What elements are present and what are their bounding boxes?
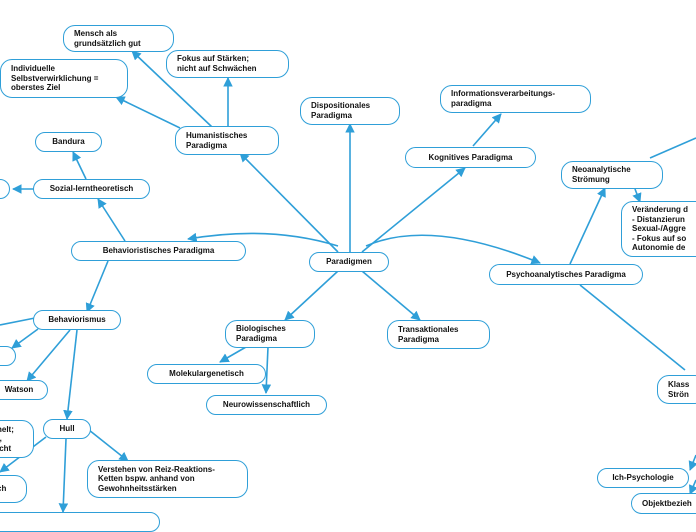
edge-neoanalytische-offscreen <box>649 137 696 159</box>
edge-psychoanalytisches-neoanalytische <box>569 187 606 265</box>
edge-behaviorismus-watson <box>26 329 71 382</box>
behaviorismus-node[interactable]: Behaviorismus <box>33 310 121 330</box>
edge-paradigmen-behavioristisches <box>187 232 339 247</box>
veraenderung-node[interactable]: Veränderung d - Distanzierun Sexual-/Agg… <box>621 201 696 257</box>
edge-hull-down <box>58 438 69 513</box>
edge-sozial-bandura <box>72 151 87 180</box>
biologisches-paradigma-node[interactable]: Biologisches Paradigma <box>225 320 315 348</box>
paradigmen-node[interactable]: Paradigmen <box>309 252 389 272</box>
edge-paradigmen-kognitives <box>361 167 466 253</box>
psychoanalytisches-paradigma-node[interactable]: Psychoanalytisches Paradigma <box>489 264 643 285</box>
edge-klassische-ich <box>688 454 696 471</box>
dispositionales-paradigma-node[interactable]: Dispositionales Paradigma <box>300 97 400 125</box>
selbstverwirklichung-node[interactable]: Individuelle Selbstverwirklichung = ober… <box>0 59 128 98</box>
objektbeziehung-node[interactable]: Objektbezieh <box>631 493 696 514</box>
edge-neoanalytische-veraenderung <box>632 188 642 203</box>
edge-behaviorismus-hull <box>63 329 78 420</box>
partial-node-2[interactable]: ch <box>0 475 27 503</box>
edge-hull-verstehen <box>88 429 129 462</box>
verstehen-node[interactable]: Verstehen von Reiz-Reaktions- Ketten bsp… <box>87 460 248 498</box>
partial-node-bottom[interactable] <box>0 512 160 532</box>
neurowissenschaftlich-node[interactable]: Neurowissenschaftlich <box>206 395 327 415</box>
edge-behavioristisches-behaviorismus <box>85 260 109 313</box>
edge-paradigmen-biologisches <box>284 270 339 321</box>
offscreen-node-2[interactable] <box>0 346 16 366</box>
neoanalytische-stroemung-node[interactable]: Neoanalytische Strömung <box>561 161 663 189</box>
kognitives-paradigma-node[interactable]: Kognitives Paradigma <box>405 147 536 168</box>
partial-node-1[interactable]: nelt; ), icht <box>0 420 34 458</box>
molekulargenetisch-node[interactable]: Molekulargenetisch <box>147 364 266 384</box>
edge-behaviorismus-offscreen-1 <box>0 317 36 326</box>
edge-paradigmen-transaktionales <box>361 270 421 321</box>
watson-node[interactable]: Watson <box>0 380 48 400</box>
sozial-lerntheoretisch-node[interactable]: Sozial-lerntheoretisch <box>33 179 150 199</box>
edge-humanistisches-mensch <box>131 50 213 128</box>
edge-behaviorismus-offscreen-2 <box>11 328 39 349</box>
mensch-gut-node[interactable]: Mensch als grundsätzlich gut <box>63 25 174 52</box>
edge-paradigmen-humanistisches <box>239 152 339 253</box>
edge-biologisches-molekulargenetisch <box>219 346 247 363</box>
edge-behavioristisches-sozial <box>97 198 126 242</box>
informationsverarbeitung-node[interactable]: Informationsverarbeitungs- paradigma <box>440 85 591 113</box>
edge-biologisches-neurowissenschaftlich <box>261 346 272 394</box>
connector-lines <box>0 50 696 513</box>
fokus-staerken-node[interactable]: Fokus auf Stärken; nicht auf Schwächen <box>166 50 289 78</box>
ich-psychologie-node[interactable]: Ich-Psychologie <box>597 468 689 488</box>
edge-klassische-objekt <box>688 479 696 495</box>
humanistisches-paradigma-node[interactable]: Humanistisches Paradigma <box>175 126 279 155</box>
edge-psychoanalytisches-klassische <box>579 284 686 371</box>
edge-kognitives-informationsverarbeitung <box>472 113 502 147</box>
edge-humanistisches-selbstverwirklichung <box>115 96 181 129</box>
bandura-node[interactable]: Bandura <box>35 132 102 152</box>
hull-node[interactable]: Hull <box>43 419 91 439</box>
behavioristisches-paradigma-node[interactable]: Behavioristisches Paradigma <box>71 241 246 261</box>
transaktionales-paradigma-node[interactable]: Transaktionales Paradigma <box>387 320 490 349</box>
klassische-stroemung-node[interactable]: Klass Strön <box>657 375 696 404</box>
edge-paradigmen-psychoanalytisches <box>365 234 541 265</box>
